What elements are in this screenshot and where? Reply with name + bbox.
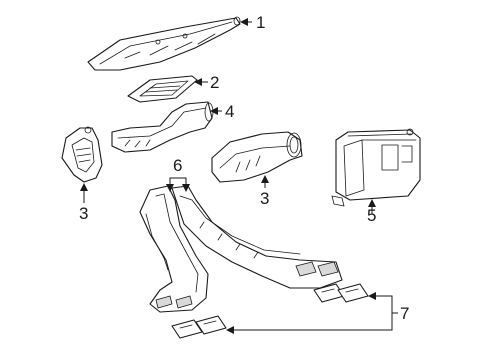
callout-5: 5 [367,206,376,225]
heater-box-connector [331,128,421,207]
side-vent-center [211,131,303,183]
callout-4: 4 [225,102,234,121]
floor-ducts [139,185,343,313]
callout-7: 7 [400,304,409,323]
side-vent-left [61,126,103,183]
callout-2: 2 [210,73,219,92]
leader-lines [80,18,398,334]
floor-outlets [171,283,369,339]
defroster-grille [127,75,198,103]
callout-6: 6 [173,156,182,175]
upper-duct-panel [87,16,241,71]
center-duct [111,101,214,153]
callout-3-center: 3 [260,189,269,208]
callout-1: 1 [256,13,265,32]
callout-3-left: 3 [79,204,88,223]
